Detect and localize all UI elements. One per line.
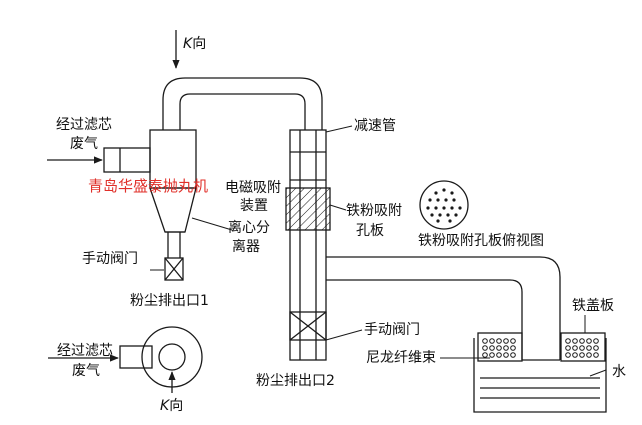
filtered-gas-label-top-1: 经过滤芯 [56, 117, 112, 133]
iron-plate-label-1: 铁粉吸附 [346, 203, 402, 219]
manual-valve-label-left: 手动阀门 [82, 251, 138, 267]
electromagnetic-coil [285, 187, 331, 231]
filtered-gas-label-bottom-2: 废气 [72, 363, 100, 379]
iron-plate-label-2: 孔板 [356, 223, 384, 239]
electromagnetic-device-label-2: 装置 [240, 198, 268, 214]
plate-top-view-label: 铁粉吸附孔板俯视图 [418, 233, 544, 249]
k-letter-bottom: K [160, 398, 170, 414]
k-view-cyclone [119, 326, 203, 388]
manual-valve-right [289, 311, 327, 341]
electromagnetic-device-label-1: 电磁吸附 [225, 180, 281, 196]
water-label: 水 [612, 364, 626, 380]
filtered-gas-label-bottom-1: 经过滤芯 [57, 343, 113, 359]
dust-outlet-2-label: 粉尘排出口2 [256, 373, 335, 389]
filtered-gas-label-top-2: 废气 [70, 136, 98, 152]
dust-outlet-1-label: 粉尘排出口1 [130, 293, 209, 309]
connecting-pipe-top [162, 77, 323, 130]
nylon-bundle-label: 尼龙纤维束 [366, 350, 436, 366]
perforated-plate-top-view [419, 180, 469, 230]
watermark-text: 青岛华盛泰抛丸机 [88, 177, 209, 195]
k-suffix-bottom: 向 [169, 398, 184, 414]
cyclone-separator [103, 129, 197, 233]
k-direction-label-bottom: K向 [160, 398, 183, 414]
k-letter: K [183, 36, 193, 52]
manual-valve-label-right: 手动阀门 [364, 322, 420, 338]
k-direction-label-top: K向 [183, 36, 206, 52]
pipe-to-tank [326, 256, 561, 360]
deceleration-pipe-label: 减速管 [354, 118, 396, 134]
water-tank [473, 332, 607, 413]
deceleration-column [289, 129, 327, 361]
cyclone-label-1: 离心分 [228, 220, 270, 236]
iron-cover-label: 铁盖板 [572, 298, 614, 314]
cyclone-label-2: 离器 [232, 239, 260, 255]
k-suffix: 向 [192, 36, 207, 52]
manual-valve-left [164, 232, 184, 281]
